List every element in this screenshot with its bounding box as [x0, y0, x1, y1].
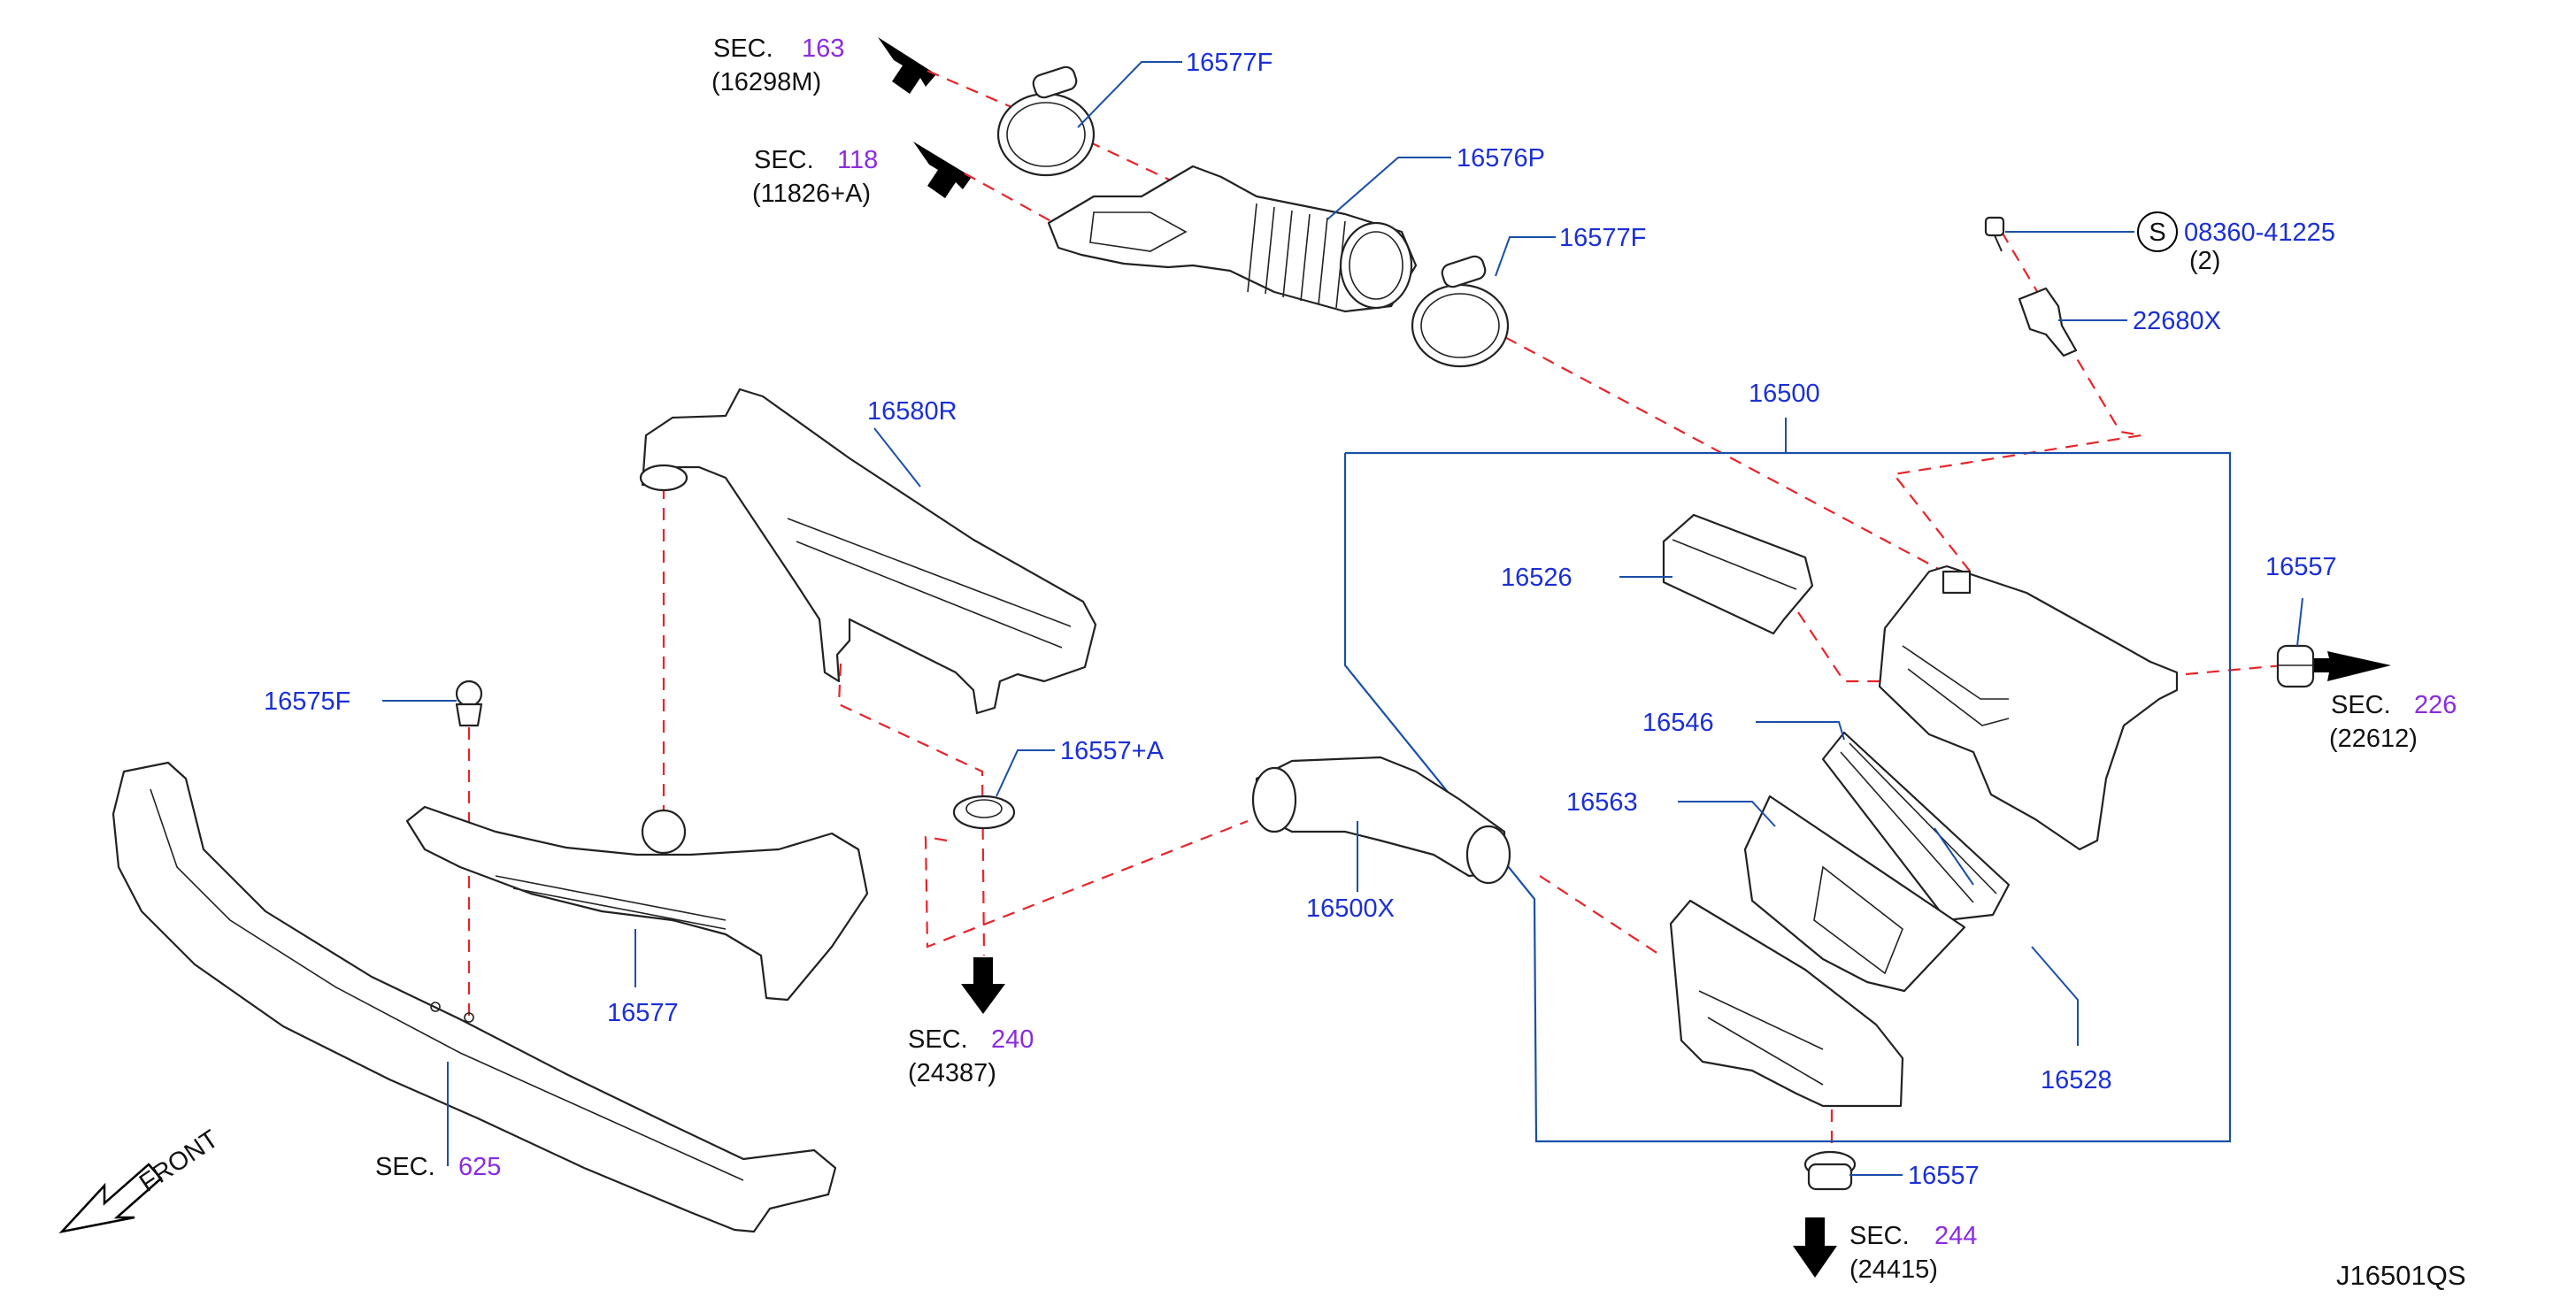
grommet-16557-right	[2276, 644, 2315, 688]
label-16557-bottom[interactable]: 16557	[1908, 1162, 1980, 1190]
label-16528[interactable]: 16528	[2041, 1066, 2112, 1094]
label-16577[interactable]: 16577	[607, 999, 679, 1027]
dashed-guides	[467, 69, 2284, 1150]
sec244-number[interactable]: 244	[1934, 1222, 1977, 1250]
sec118-number[interactable]: 118	[837, 146, 878, 174]
front-arrow-icon	[58, 1163, 163, 1233]
label-16577f-right[interactable]: 16577F	[1559, 224, 1646, 252]
arrow-sec163-icon	[878, 37, 936, 94]
label-16500[interactable]: 16500	[1749, 380, 1820, 408]
s-symbol-icon: S	[2137, 211, 2178, 252]
sec118-ref: (11826+A)	[752, 180, 871, 208]
arrow-sec240-icon	[961, 957, 1005, 1014]
hose-16576p	[1047, 165, 1418, 313]
sec163-ref: (16298M)	[711, 68, 821, 96]
core-support-sec625	[111, 761, 837, 1233]
clamp-16577f-top	[996, 65, 1096, 177]
label-08360-qty: (2)	[2189, 247, 2220, 275]
label-16577f-top[interactable]: 16577F	[1186, 49, 1273, 77]
arrow-sec244-icon	[1793, 1217, 1837, 1278]
label-16557-right[interactable]: 16557	[2265, 553, 2337, 581]
clip-16575f	[455, 680, 483, 727]
label-08360-41225[interactable]: 08360-41225	[2184, 219, 2335, 247]
sec625-number[interactable]: 625	[458, 1153, 501, 1181]
clamp-16577f-right	[1411, 255, 1510, 368]
bolt-08360	[1984, 216, 2005, 252]
sec226-ref: (22612)	[2329, 725, 2418, 753]
sec226-prefix: SEC.	[2331, 691, 2391, 719]
diagram-id: J16501QS	[2336, 1260, 2466, 1291]
sec163-prefix: SEC.	[713, 35, 773, 63]
label-22680x[interactable]: 22680X	[2133, 307, 2221, 335]
sensor-22680x	[2018, 287, 2078, 357]
label-16546[interactable]: 16546	[1642, 709, 1714, 737]
sec163-number[interactable]: 163	[802, 35, 844, 63]
label-16557a[interactable]: 16557+A	[1060, 737, 1165, 765]
leader-lines	[382, 61, 2303, 1176]
sec244-prefix: SEC.	[1849, 1222, 1910, 1250]
sec240-prefix: SEC.	[908, 1025, 968, 1054]
front-label: FRONT	[135, 1125, 224, 1198]
sec240-ref: (24387)	[908, 1059, 996, 1087]
grommet-16557-bottom	[1803, 1150, 1857, 1191]
air-cleaner-16500-group	[1343, 451, 2232, 1143]
arrow-sec226-icon	[2306, 651, 2391, 681]
label-16580r[interactable]: 16580R	[867, 397, 957, 426]
sec625-prefix: SEC.	[375, 1153, 435, 1181]
label-16500x[interactable]: 16500X	[1306, 895, 1395, 923]
sec118-prefix: SEC.	[754, 146, 814, 174]
duct-16580r	[639, 388, 1097, 715]
duct-16500x	[1251, 756, 1511, 885]
s-symbol-text: S	[2149, 219, 2165, 247]
label-16575f[interactable]: 16575F	[264, 687, 350, 716]
arrow-sec118-icon	[913, 142, 972, 198]
sec240-number[interactable]: 240	[991, 1025, 1034, 1054]
sec244-ref: (24415)	[1849, 1255, 1938, 1284]
label-16576p[interactable]: 16576P	[1457, 144, 1545, 173]
grommet-16557a	[952, 795, 1016, 830]
label-16526[interactable]: 16526	[1501, 564, 1573, 592]
sec226-number[interactable]: 226	[2414, 691, 2457, 719]
inlet-16577	[405, 805, 869, 1002]
label-16563[interactable]: 16563	[1566, 788, 1638, 817]
